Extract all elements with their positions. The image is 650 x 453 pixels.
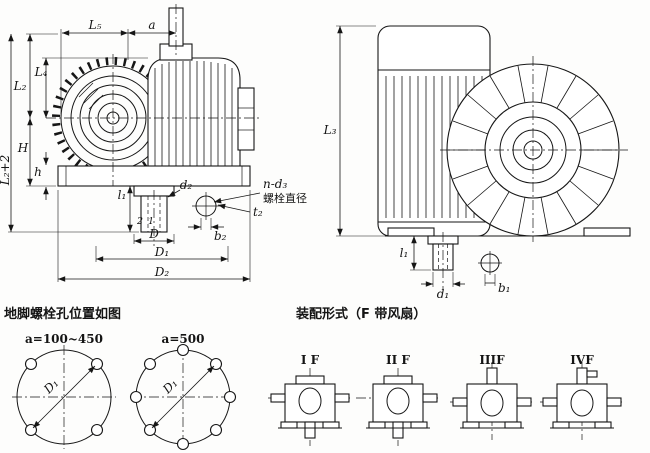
dim-label-b1: b₁ <box>498 281 511 295</box>
variant-label-IIIF: IIIF <box>479 353 505 367</box>
dim-label-L2plus2: L₂+2 <box>0 155 12 186</box>
dim-label-1: 1 <box>148 216 154 227</box>
variant-label-IIF: II F <box>386 353 410 367</box>
bolt-hole <box>176 343 190 357</box>
dim-label-D1-large: D₁ <box>159 376 180 397</box>
dim-label-l1: l₁ <box>118 188 127 202</box>
foot-bolt-section-title: 地脚螺栓孔位置如图 <box>4 306 121 322</box>
assembly-variant-IIIF: IIIF <box>450 353 534 440</box>
dim-label-L4: L₄ <box>34 65 48 79</box>
assembly-section-title: 装配形式（F 带风扇） <box>295 306 426 322</box>
bolt-hole <box>90 423 104 437</box>
bolt-hole <box>129 390 143 404</box>
bolt-hole <box>223 390 237 404</box>
gear-housing <box>147 57 241 173</box>
mounting-base <box>57 165 251 187</box>
dim-label-H: H <box>17 141 29 155</box>
dim-label-t2: t₂ <box>253 205 263 219</box>
dim-label-2: 2 <box>136 216 143 227</box>
dim-label-b2: b₂ <box>214 229 227 243</box>
front-view-worm-gear-reducer: L₅ a L₂ L₄ H h L₂+2 l₁ 2 1 d₂ D D₁ D₂ b₂… <box>0 4 307 282</box>
right-foot <box>583 227 631 237</box>
dim-label-h: h <box>34 165 42 179</box>
bolt-pattern-a100-450: a=100~450 D₁ <box>12 332 116 449</box>
side-view-dimensions <box>336 25 496 287</box>
dim-label-D1-small: D₁ <box>40 376 61 397</box>
dim-label-l1-side: l₁ <box>400 246 409 260</box>
assembly-variant-IF: I F <box>268 353 352 446</box>
side-view-motor-and-fan: L₃ l₁ d₁ b₁ <box>323 25 631 301</box>
variant-label-IF: I F <box>301 353 320 367</box>
assembly-forms-section: 装配形式（F 带风扇） I F II F <box>268 306 624 446</box>
dim-label-D1: D₁ <box>154 245 169 259</box>
foot-bolt-hole-section: 地脚螺栓孔位置如图 a=100~450 D₁ a=500 <box>4 306 237 451</box>
dim-label-L2: L₂ <box>13 79 27 93</box>
bolt-pattern-large-label: a=500 <box>162 332 205 346</box>
bolt-pattern-small-label: a=100~450 <box>25 332 103 346</box>
bolt-pattern-a500: a=500 D₁ <box>129 332 237 451</box>
bolt-hole <box>209 423 223 437</box>
side-flange <box>237 87 255 151</box>
note-bolt-diameter: 螺栓直径 <box>263 191 307 205</box>
dim-label-d2: d₂ <box>180 178 193 192</box>
front-view-dimensions <box>8 29 261 282</box>
dim-label-L3: L₃ <box>323 123 337 137</box>
dim-label-d1: d₁ <box>437 287 450 301</box>
bolt-hole <box>176 437 190 451</box>
dim-label-a: a <box>148 18 155 32</box>
bolt-hole <box>24 357 38 371</box>
bolt-circle-small <box>16 349 112 445</box>
dim-label-n-d3: n-d₃ <box>263 177 287 191</box>
assembly-variant-IVF: IVF <box>540 353 624 440</box>
section-hatching <box>78 82 104 110</box>
housing-ribs <box>154 61 233 170</box>
dim-label-D2: D₂ <box>154 265 170 279</box>
left-foot <box>387 227 435 237</box>
assembly-variant-IIF: II F <box>356 353 440 446</box>
dim-label-L5: L₅ <box>88 18 102 32</box>
dim-label-D: D <box>148 227 159 241</box>
variant-label-IVF: IVF <box>570 353 594 367</box>
bolt-hole <box>143 357 157 371</box>
